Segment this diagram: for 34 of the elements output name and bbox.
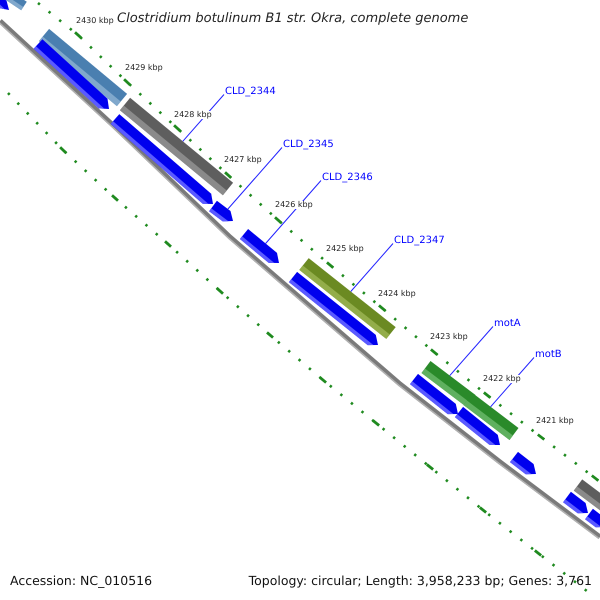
gene-feature: [454, 406, 500, 445]
gene-feature: [34, 39, 109, 109]
gene-feature: [410, 374, 458, 414]
gene-feature: [585, 508, 600, 528]
accession-text: Accession: NC_010516: [10, 575, 152, 588]
scale-label: 2421 kbp: [535, 417, 575, 425]
gene-label: CLD_2346: [322, 173, 373, 183]
gene-feature: [209, 200, 233, 222]
leader-line: [265, 180, 322, 244]
gene-label: motA: [494, 319, 521, 329]
gene-feature: [510, 452, 536, 474]
gene-feature: [0, 0, 9, 10]
gene-feature: [288, 272, 378, 346]
gene-label: motB: [535, 350, 562, 360]
scale-label: 2429 kbp: [124, 64, 164, 72]
scale-label: 2423 kbp: [429, 333, 469, 341]
scale-label: 2430 kbp: [75, 17, 115, 25]
map-title: Clostridium botulinum B1 str. Okra, complete genome: [117, 12, 468, 25]
scale-label: 2426 kbp: [274, 201, 314, 209]
leader-line: [449, 326, 494, 376]
gene-feature: [240, 229, 279, 263]
genome-summary-text: Topology: circular; Length: 3,958,233 bp; Genes: 3,761: [248, 575, 592, 588]
scale-label: 2427 kbp: [223, 156, 263, 164]
scale-label: 2425 kbp: [325, 245, 365, 253]
scale-label: 2428 kbp: [173, 111, 213, 119]
gene-label: CLD_2344: [225, 87, 276, 97]
gene-feature: [563, 492, 588, 514]
gene-label: CLD_2345: [283, 140, 334, 150]
leader-line: [227, 147, 282, 210]
gene-label: CLD_2347: [394, 236, 445, 246]
leader-line: [182, 94, 224, 142]
scale-label: 2424 kbp: [377, 290, 417, 298]
leader-line: [350, 243, 394, 292]
scale-label: 2422 kbp: [482, 375, 522, 383]
